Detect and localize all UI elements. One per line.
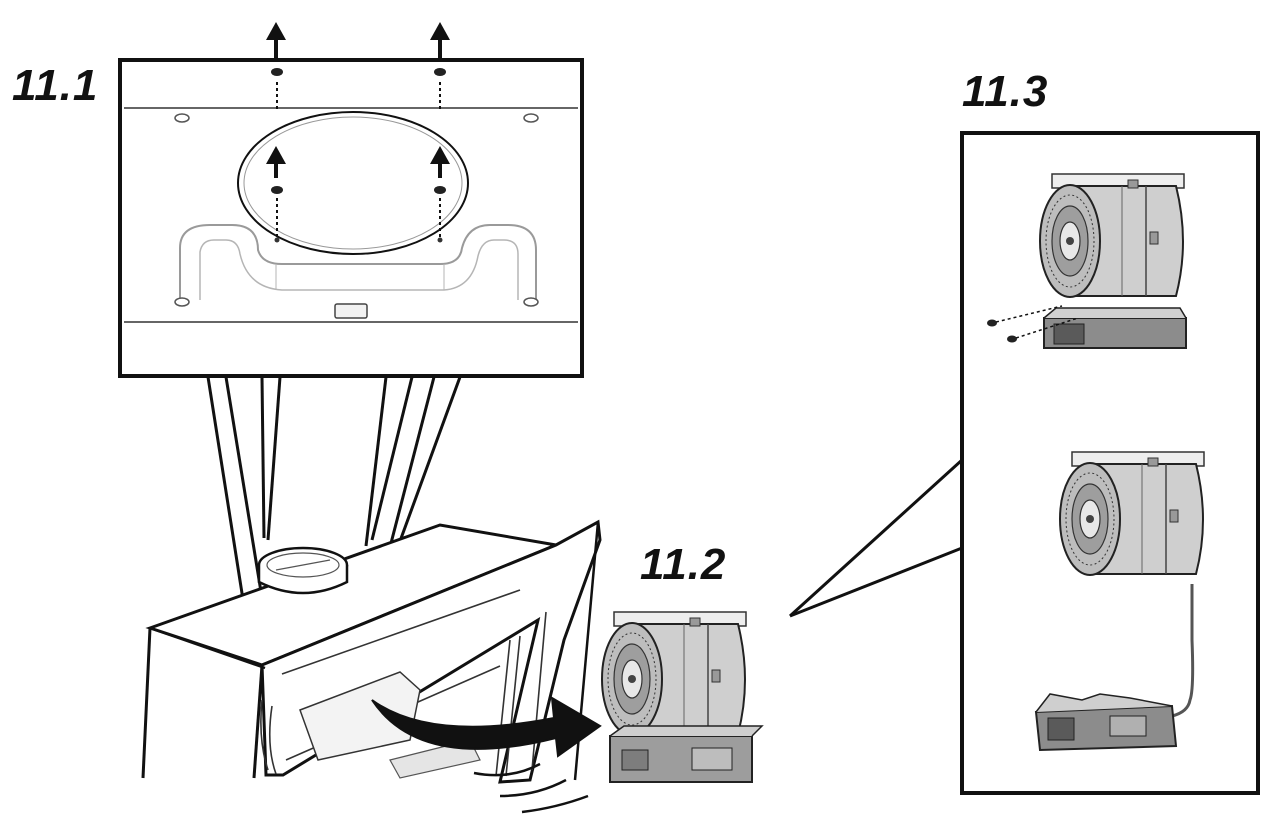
duct-opening: [237, 111, 469, 255]
step-label-11-2: 11.2: [640, 540, 727, 589]
up-arrow-icon: [266, 22, 450, 178]
blower-motor-icon: [601, 611, 764, 783]
screw-icon: [271, 68, 446, 194]
step-label-11-3: 11.3: [962, 67, 1049, 116]
motor-cable: [1171, 584, 1195, 718]
motor-base-upper: [1043, 307, 1187, 349]
screw-icon: [987, 319, 1017, 343]
motion-lines: [473, 762, 589, 814]
callout-lines-11-3: [788, 458, 964, 618]
duct-collar: [257, 546, 349, 595]
callout-lines-11-1: [206, 376, 462, 607]
step-label-11-1: 11.1: [12, 61, 99, 110]
curved-arrow-icon: [371, 696, 602, 758]
panel-11-1: [118, 22, 584, 378]
control-box: [1034, 693, 1178, 752]
panel-11-3: [960, 131, 1260, 795]
